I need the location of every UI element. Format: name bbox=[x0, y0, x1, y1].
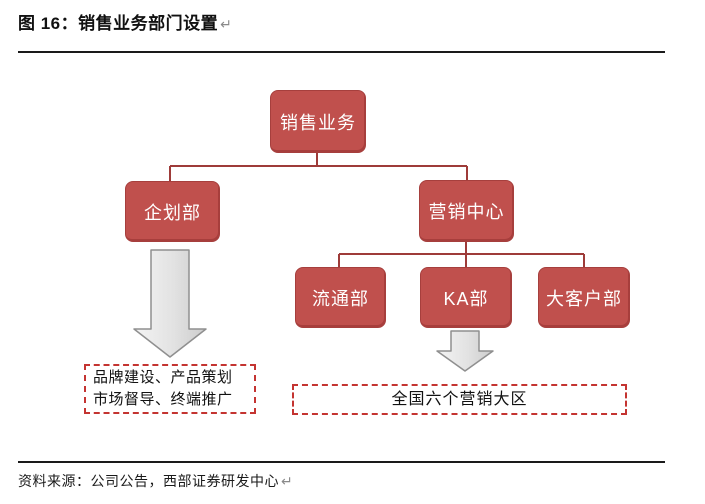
connector-root-to-level2 bbox=[169, 151, 468, 182]
bottom-divider bbox=[18, 461, 665, 463]
figure-title-text: 图 16：销售业务部门设置 bbox=[18, 14, 219, 33]
annotation-planning-functions: 品牌建设、产品策划 市场督导、终端推广 bbox=[84, 364, 256, 414]
node-label: 大客户部 bbox=[546, 288, 622, 309]
node-label: KA部 bbox=[443, 288, 489, 309]
planning-down-arrow-icon bbox=[133, 249, 207, 358]
annotation-line: 全国六个营销大区 bbox=[391, 391, 528, 408]
page-title: 图 16：销售业务部门设置↵ bbox=[18, 9, 232, 34]
node-sales-business: 销售业务 bbox=[270, 90, 366, 153]
org-chart: 销售业务 企划部 营销中心 流通部 KA部 大客户部 品牌建设、产品策划 市场督… bbox=[0, 56, 705, 456]
connector-and-arrow-layer bbox=[133, 151, 585, 372]
annotation-national-regions: 全国六个营销大区 bbox=[292, 384, 627, 415]
node-marketing-center: 营销中心 bbox=[419, 180, 514, 242]
node-label: 流通部 bbox=[312, 288, 369, 309]
node-distribution-dept: 流通部 bbox=[295, 267, 386, 328]
source-text: 资料来源：公司公告，西部证券研发中心 bbox=[18, 473, 279, 489]
annotation-line: 品牌建设、产品策划 bbox=[93, 369, 233, 386]
annotation-line: 市场督导、终端推广 bbox=[93, 391, 233, 408]
node-ka-dept: KA部 bbox=[420, 267, 512, 328]
node-planning-dept: 企划部 bbox=[125, 181, 220, 242]
node-label: 企划部 bbox=[144, 202, 201, 223]
node-label: 销售业务 bbox=[280, 112, 356, 133]
node-key-account-dept: 大客户部 bbox=[538, 267, 630, 328]
source-note: 资料来源：公司公告，西部证券研发中心↵ bbox=[18, 471, 293, 491]
paragraph-mark-icon: ↵ bbox=[220, 16, 233, 32]
connector-marketing-to-level3 bbox=[338, 241, 585, 268]
node-label: 营销中心 bbox=[428, 202, 505, 222]
ka-down-arrow-icon bbox=[436, 330, 494, 372]
paragraph-mark-icon: ↵ bbox=[281, 473, 294, 489]
top-divider bbox=[18, 51, 665, 53]
